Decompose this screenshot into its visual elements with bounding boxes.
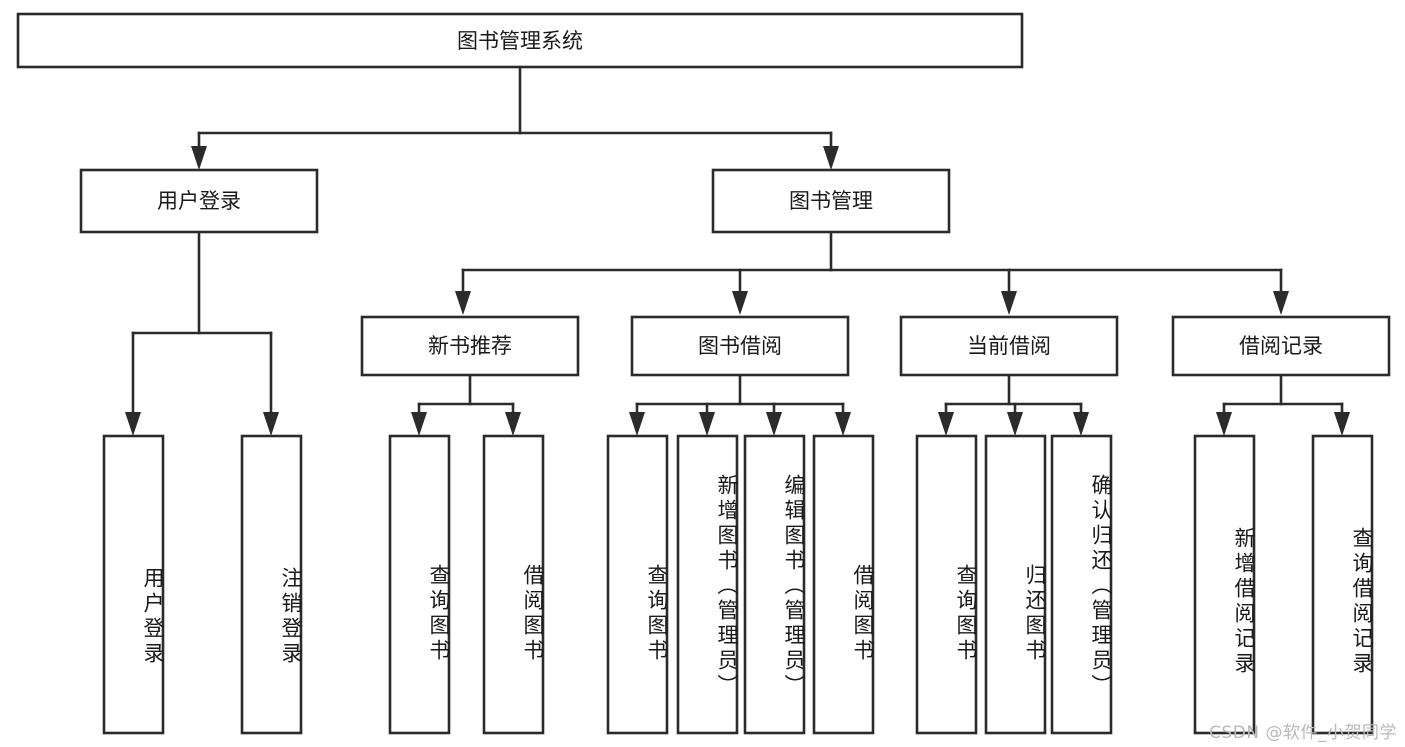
- arrowhead-borrow-record: [1273, 291, 1289, 315]
- arrowhead-new-book-rec: [455, 291, 471, 315]
- node-root[interactable]: 图书管理系统: [16, 12, 1024, 69]
- node-new-book-recommend-box[interactable]: [360, 315, 580, 377]
- node-borrow-record-box[interactable]: [1171, 315, 1391, 377]
- leaf-box-query-book-3[interactable]: [915, 434, 978, 735]
- leaf-box-borrow-book-2[interactable]: [812, 434, 875, 735]
- node-new-book-recommend[interactable]: 新书推荐: [360, 315, 580, 377]
- node-user-login-box[interactable]: [79, 168, 319, 234]
- arrowhead-book-mgmt: [823, 146, 839, 170]
- leaf-box-add-borrow-record[interactable]: [1193, 434, 1256, 735]
- arrowhead-current-leaf3: [1073, 412, 1089, 436]
- arrowhead-leaf-user-login: [125, 412, 141, 436]
- leaf-box-query-book-2[interactable]: [606, 434, 669, 735]
- node-user-login-label: 用户登录: [157, 189, 241, 213]
- arrowhead-borrow-leaf3: [766, 412, 782, 436]
- arrowhead-record-leaf1: [1216, 412, 1232, 436]
- node-new-book-recommend-label: 新书推荐: [428, 334, 512, 358]
- leaf-box-confirm-return-admin[interactable]: [1050, 434, 1113, 735]
- node-root-label: 图书管理系统: [457, 29, 583, 53]
- leaf-box-borrow-book-1[interactable]: [482, 434, 545, 735]
- node-borrow-record-label: 借阅记录: [1239, 334, 1323, 358]
- node-borrow-record[interactable]: 借阅记录: [1171, 315, 1391, 377]
- arrowhead-current-leaf2: [1007, 412, 1023, 436]
- leaf-box-query-book-1[interactable]: [388, 434, 451, 735]
- leaf-box-query-borrow-record[interactable]: [1311, 434, 1374, 735]
- arrowhead-borrow-leaf1: [629, 412, 645, 436]
- node-book-management-box[interactable]: [711, 168, 951, 234]
- arrowhead-record-leaf2: [1334, 412, 1350, 436]
- node-book-management[interactable]: 图书管理: [711, 168, 951, 234]
- node-current-borrow-box[interactable]: [899, 315, 1119, 377]
- node-book-borrow-box[interactable]: [630, 315, 850, 377]
- node-book-borrow-label: 图书借阅: [698, 334, 782, 358]
- arrowhead-newbook-leaf2: [505, 412, 521, 436]
- node-current-borrow-label: 当前借阅: [967, 334, 1051, 358]
- leaf-box-return-book[interactable]: [984, 434, 1047, 735]
- arrowhead-borrow-leaf4: [835, 412, 851, 436]
- arrowhead-newbook-leaf1: [411, 412, 427, 436]
- leaf-box-edit-book-admin[interactable]: [743, 434, 806, 735]
- watermark-text: CSDN @软件_小贺同学: [1209, 723, 1397, 743]
- leaf-box-add-book-admin[interactable]: [676, 434, 739, 735]
- leaf-box-user-login[interactable]: [102, 434, 165, 735]
- node-book-management-label: 图书管理: [789, 189, 873, 213]
- leaf-box-logout[interactable]: [240, 434, 303, 735]
- connector-group: [125, 65, 1350, 436]
- node-current-borrow[interactable]: 当前借阅: [899, 315, 1119, 377]
- arrowhead-user-login: [191, 146, 207, 170]
- arrowhead-leaf-logout: [263, 412, 279, 436]
- arrowhead-current-leaf1: [938, 412, 954, 436]
- arrowhead-current-borrow: [1001, 291, 1017, 315]
- arrowhead-borrow-leaf2: [699, 412, 715, 436]
- arrowhead-book-borrow: [732, 291, 748, 315]
- node-user-login[interactable]: 用户登录: [79, 168, 319, 234]
- node-book-borrow[interactable]: 图书借阅: [630, 315, 850, 377]
- node-root-box[interactable]: [16, 12, 1024, 69]
